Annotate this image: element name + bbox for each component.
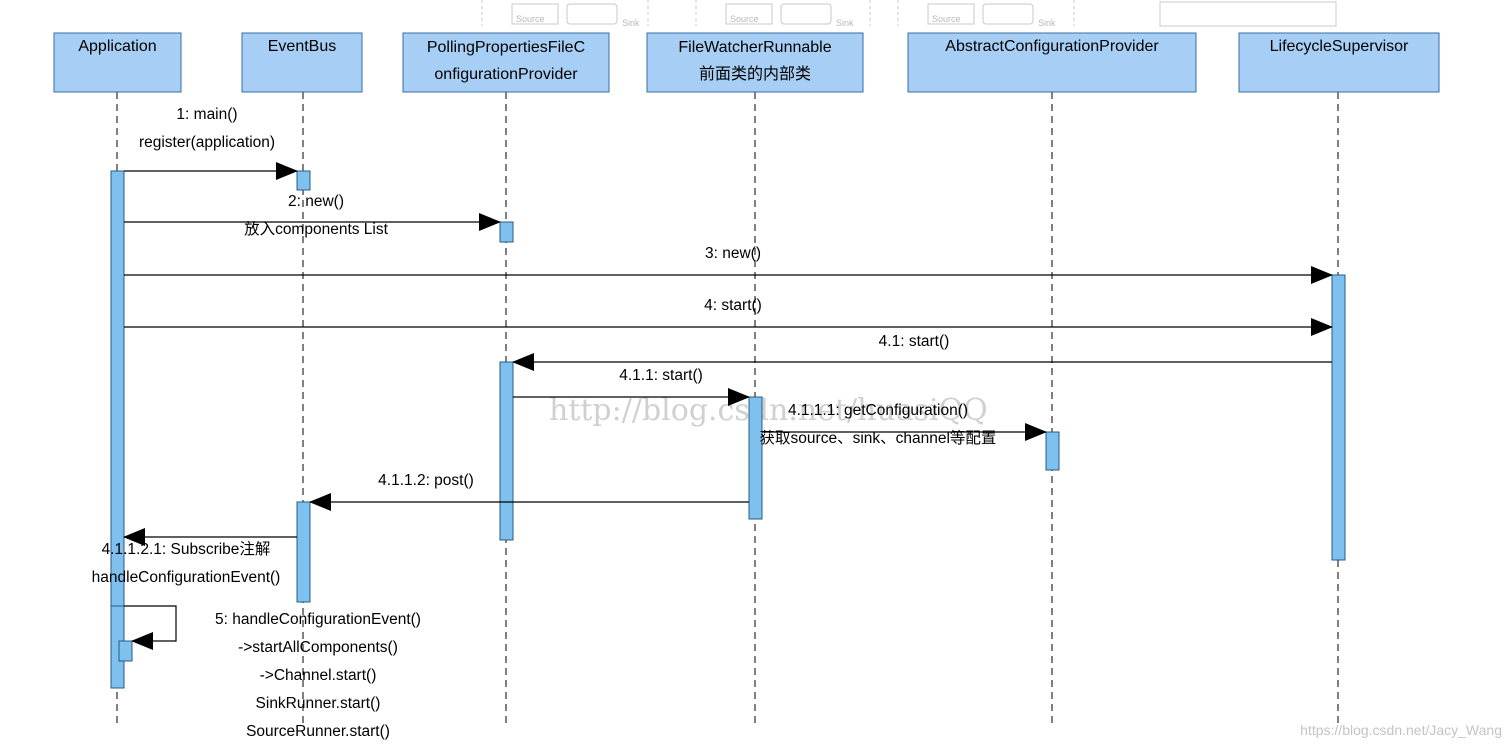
- faint-box: [1159, 1, 1337, 27]
- lifeline-box-polling[interactable]: [402, 32, 610, 93]
- message-label: 4.1.1: start(): [619, 367, 703, 384]
- lifeline-title: FileWatcherRunnable: [678, 39, 831, 56]
- message-label: 获取source、sink、channel等配置: [760, 429, 997, 447]
- center-watermark: http://blog.csdn.net/huasiQQ: [549, 393, 988, 428]
- lifeline-box-eventbus[interactable]: [241, 32, 363, 93]
- lifeline-eventbus: EventBus: [241, 32, 363, 728]
- message-label: 4: start(): [704, 297, 762, 314]
- message-label: ->startAllComponents(): [238, 639, 398, 656]
- faint-source-label: Source: [516, 14, 545, 24]
- lifeline-box-filewatcher[interactable]: [646, 32, 864, 93]
- lifeline-box-abstractconfig[interactable]: [907, 32, 1197, 93]
- message-label: 4.1.1.2: post(): [378, 472, 474, 489]
- activations: [110, 170, 1346, 689]
- message-m5: [124, 605, 177, 650]
- lifeline-polling: PollingPropertiesFileC onfigurationProvid…: [402, 32, 610, 728]
- faint-source-sink-group: Source Sink: [695, 0, 871, 28]
- message-label: ->Channel.start(): [260, 667, 377, 684]
- faint-source-sink-group: Source Sink: [481, 0, 649, 28]
- message-labels: 1: main() register(application) 2: new() 放入…: [92, 106, 997, 740]
- message-label: 放入components List: [244, 220, 389, 238]
- message-label: 4.1.1.2.1: Subscribe注解: [102, 540, 271, 558]
- lifeline-title: Application: [78, 38, 156, 55]
- message-label: 4.1: start(): [879, 333, 950, 350]
- message-label: 4.1.1.1: getConfiguration(): [788, 402, 968, 419]
- faint-sink-label: Sink: [622, 18, 640, 28]
- lifeline-title: onfigurationProvider: [434, 66, 578, 83]
- faint-sink-label: Sink: [836, 18, 854, 28]
- message-label: 1: main(): [176, 106, 237, 123]
- corner-watermark: https://blog.csdn.net/Jacy_Wang: [1300, 722, 1502, 738]
- activation-bar-polling: [499, 221, 514, 243]
- messages: [123, 162, 1333, 650]
- lifeline-application: Application: [53, 32, 182, 728]
- message-label: register(application): [139, 134, 275, 151]
- activation-bar-eventbus: [296, 501, 311, 603]
- message-arrow: [124, 605, 177, 650]
- lifeline-title: EventBus: [268, 38, 336, 55]
- lifeline-box-lifecycle[interactable]: [1238, 32, 1440, 93]
- activation-bar-eventbus: [296, 170, 311, 191]
- faint-source-label: Source: [932, 14, 961, 24]
- lifeline-title: 前面类的内部类: [699, 65, 811, 83]
- activation-bar-application: [118, 640, 133, 662]
- activation-bar-lifecycle: [1331, 274, 1346, 561]
- lifeline-title: LifecycleSupervisor: [1270, 38, 1409, 55]
- faint-source-label: Source: [730, 14, 759, 24]
- lifeline-title: AbstractConfigurationProvider: [945, 38, 1159, 55]
- activation-bar-polling: [499, 361, 514, 541]
- message-label: SourceRunner.start(): [246, 723, 390, 740]
- message-label: 3: new(): [705, 245, 761, 262]
- lifelines: Application EventBus PollingPropertiesFile…: [53, 32, 1440, 728]
- message-label: handleConfigurationEvent(): [92, 569, 281, 586]
- message-label: 2: new(): [288, 193, 344, 210]
- lifeline-box-application[interactable]: [53, 32, 182, 93]
- activation-bar-filewatcher: [748, 396, 763, 520]
- lifeline-abstractconfig: AbstractConfigurationProvider: [907, 32, 1197, 728]
- faint-source-sink-group: Source Sink: [897, 0, 1075, 28]
- message-label: SinkRunner.start(): [256, 695, 381, 712]
- lifeline-filewatcher: FileWatcherRunnable 前面类的内部类: [646, 32, 864, 728]
- faint-header-strip: Source Sink Source Sink Source Sink: [481, 0, 1337, 28]
- activation-bar-abstractconfig: [1045, 431, 1060, 471]
- faint-sink-label: Sink: [1038, 18, 1056, 28]
- message-label: 5: handleConfigurationEvent(): [215, 611, 421, 628]
- lifeline-title: PollingPropertiesFileC: [427, 39, 585, 56]
